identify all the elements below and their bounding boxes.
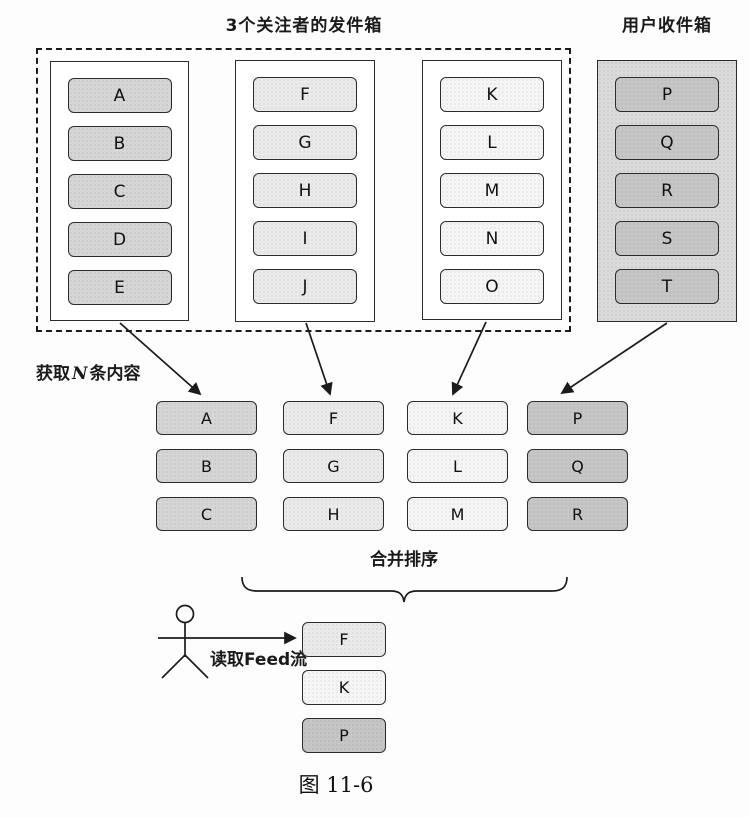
- feed-item: M: [440, 173, 544, 208]
- fetch-label-n: N: [72, 364, 88, 384]
- feed-item: J: [253, 269, 357, 304]
- fetched-column-follower-2: F G H: [283, 401, 384, 531]
- stick-figure-leg-left: [161, 654, 186, 679]
- merge-sort-brace: [241, 576, 568, 603]
- feed-item: R: [527, 497, 628, 531]
- feed-item: L: [440, 125, 544, 160]
- feed-item: D: [67, 222, 172, 257]
- fetched-column-inbox: P Q R: [527, 401, 628, 531]
- fetch-label-suffix: 条内容: [89, 364, 141, 384]
- follower-1-outbox: A B C D E: [50, 61, 189, 321]
- fetch-arrow-inbox: [560, 322, 668, 395]
- user-stick-figure: [161, 604, 209, 679]
- read-feed-label: 读取Feed流: [210, 650, 308, 670]
- feed-item: G: [253, 125, 357, 160]
- user-inbox: P Q R S T: [597, 60, 737, 322]
- user-inbox-title: 用户收件箱: [622, 16, 712, 36]
- feed-item: O: [440, 269, 544, 304]
- feed-item: P: [615, 77, 719, 112]
- feed-item: F: [302, 622, 386, 657]
- feed-item: A: [156, 401, 257, 435]
- feed-item: Q: [615, 125, 719, 160]
- feed-item: K: [302, 670, 386, 705]
- feed-item: A: [67, 78, 172, 113]
- feed-item: Q: [527, 449, 628, 483]
- feed-item: H: [253, 173, 357, 208]
- feed-item: R: [615, 173, 719, 208]
- follower-3-outbox: K L M N O: [422, 60, 562, 320]
- feed-item: P: [302, 718, 386, 753]
- feed-item: H: [283, 497, 384, 531]
- feed-item: B: [156, 449, 257, 483]
- feed-item: E: [67, 270, 172, 305]
- stick-figure-head: [175, 604, 195, 624]
- feed-item: T: [615, 269, 719, 304]
- fetched-column-follower-3: K L M: [407, 401, 508, 531]
- feed-item: G: [283, 449, 384, 483]
- feed-item: M: [407, 497, 508, 531]
- followers-outboxes-title: 3个关注者的发件箱: [225, 16, 383, 36]
- feed-item: L: [407, 449, 508, 483]
- feed-item: B: [67, 126, 172, 161]
- followers-group-box: [36, 48, 571, 332]
- fetch-arrow-follower-2: [305, 322, 333, 396]
- stick-figure-leg-right: [184, 654, 209, 679]
- feed-item: P: [527, 401, 628, 435]
- feed-item: F: [283, 401, 384, 435]
- feed-item: N: [440, 221, 544, 256]
- feed-stream-result: F K P: [302, 622, 386, 753]
- feed-item: C: [67, 174, 172, 209]
- fetched-column-follower-1: A B C: [156, 401, 257, 531]
- feed-item: K: [407, 401, 508, 435]
- merge-sort-label: 合并排序: [370, 550, 438, 570]
- fetch-arrow-follower-3: [451, 321, 487, 396]
- feed-item: I: [253, 221, 357, 256]
- feed-item: C: [156, 497, 257, 531]
- fetch-label-prefix: 获取: [36, 364, 70, 384]
- feed-item: K: [440, 77, 544, 112]
- feed-item: S: [615, 221, 719, 256]
- follower-2-outbox: F G H I J: [235, 60, 375, 322]
- feed-item: F: [253, 77, 357, 112]
- figure-caption: 图 11-6: [298, 773, 374, 797]
